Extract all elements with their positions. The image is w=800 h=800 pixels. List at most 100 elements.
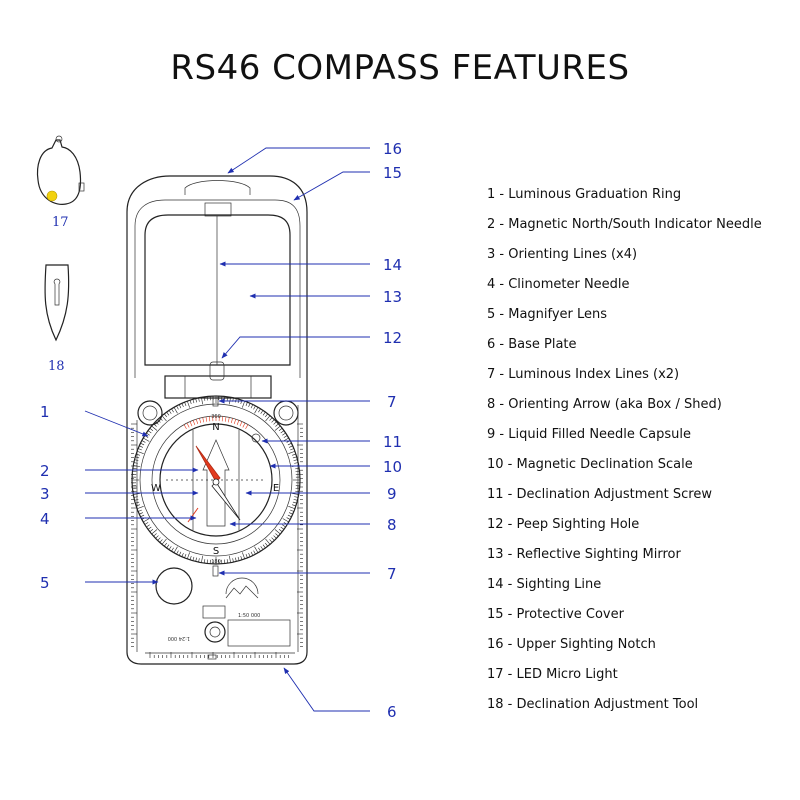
- tick-mark: [138, 448, 142, 451]
- cardinal-east: E: [273, 483, 279, 494]
- callout-18: 18: [48, 359, 65, 374]
- tick-mark: [224, 416, 227, 422]
- tick-mark: [136, 450, 144, 454]
- tick-mark: [291, 453, 296, 456]
- tick-mark: [295, 490, 300, 492]
- page-title: RS46 COMPASS FEATURES: [170, 48, 630, 88]
- feature-item-9: 9 - Liquid Filled Needle Capsule: [487, 427, 691, 442]
- tick-mark: [192, 556, 195, 561]
- callout-6: 6: [387, 703, 397, 721]
- feature-item-5: 5 - Magnifyer Lens: [487, 307, 608, 322]
- tick-mark: [265, 538, 271, 545]
- callout-13: 13: [383, 288, 402, 306]
- tick-mark: [227, 417, 230, 423]
- tick-mark: [141, 440, 146, 443]
- tick-mark: [186, 552, 190, 560]
- tick-mark: [230, 418, 233, 424]
- tick-mark: [139, 445, 144, 448]
- base-plate: 1:24 000 1:50 000: [126, 396, 308, 665]
- tick-mark: [176, 405, 179, 410]
- feature-list: 1 - Luminous Graduation Ring 2 - Magneti…: [487, 186, 762, 726]
- clinometer-needle: [187, 507, 199, 523]
- bezel-label-top: 360: [211, 414, 221, 420]
- tick-mark: [253, 550, 256, 555]
- tick-mark: [265, 415, 271, 422]
- tick-mark: [161, 415, 167, 422]
- leader-16: [227, 147, 370, 174]
- tick-mark: [140, 442, 145, 446]
- tick-mark: [271, 419, 275, 423]
- feature-item-10: 10 - Magnetic Declination Scale: [487, 457, 693, 472]
- feature-item-12: 12 - Peep Sighting Hole: [487, 517, 640, 532]
- reflective-sighting-mirror: [144, 214, 291, 366]
- tick-mark: [143, 518, 150, 523]
- callout-16: 16: [383, 140, 402, 158]
- tick-mark: [138, 509, 142, 512]
- tick-mark: [204, 396, 206, 401]
- tick-mark: [135, 456, 140, 459]
- tick-mark: [275, 533, 279, 537]
- callout-9: 9: [387, 485, 397, 503]
- tick-mark: [143, 437, 150, 442]
- magnetic-needle: [195, 445, 241, 521]
- cardinal-west: W: [151, 483, 161, 494]
- tick-mark: [183, 424, 187, 430]
- tick-mark: [253, 405, 256, 410]
- orienting-arrow: [202, 439, 230, 527]
- tick-mark: [229, 555, 231, 563]
- callout-3: 3: [40, 485, 50, 503]
- leader-lines: [84, 147, 370, 712]
- tick-mark: [204, 559, 206, 564]
- tick-mark: [226, 396, 228, 401]
- tick-mark: [186, 400, 190, 408]
- tick-mark: [288, 506, 296, 510]
- luminous-index-line-top: [212, 395, 219, 407]
- logo-icon: [225, 577, 259, 599]
- tick-mark: [166, 544, 170, 549]
- tick-mark: [294, 496, 299, 498]
- tick-mark: [248, 552, 251, 557]
- tick-mark: [136, 453, 141, 456]
- tick-mark: [239, 421, 243, 427]
- tick-mark: [178, 404, 182, 409]
- leader-15: [293, 171, 370, 201]
- tick-mark: [242, 552, 246, 560]
- tick-mark: [282, 518, 289, 523]
- leader-6: [283, 667, 370, 712]
- tick-mark: [195, 419, 199, 424]
- tick-mark: [242, 400, 246, 408]
- tick-mark: [254, 407, 259, 414]
- leader-1: [84, 410, 149, 437]
- tick-mark: [221, 416, 223, 422]
- peep-sighting-hole: [209, 361, 225, 381]
- hinge: [164, 361, 272, 399]
- tick-mark: [290, 509, 294, 512]
- tick-mark: [168, 410, 172, 414]
- tick-mark: [287, 514, 292, 518]
- tick-mark: [195, 398, 197, 403]
- tick-mark: [184, 402, 187, 406]
- feature-item-13: 13 - Reflective Sighting Mirror: [487, 547, 681, 562]
- tick-mark: [186, 422, 190, 428]
- tick-mark: [269, 539, 273, 543]
- tick-mark: [288, 445, 293, 448]
- luminous-index-line-bottom: [212, 565, 219, 577]
- tick-mark: [147, 430, 152, 434]
- feature-item-6: 6 - Base Plate: [487, 337, 577, 352]
- tick-mark: [161, 538, 167, 545]
- tick-mark: [155, 421, 159, 425]
- tick-mark: [134, 459, 139, 461]
- callout-7b: 7: [387, 565, 397, 583]
- callout-15: 15: [383, 164, 402, 182]
- tick-mark: [151, 425, 158, 431]
- tick-mark: [133, 493, 141, 495]
- tick-mark: [269, 417, 273, 421]
- callout-14: 14: [383, 256, 402, 274]
- led-micro-light: [36, 135, 85, 205]
- tick-mark: [278, 428, 283, 431]
- declination-adjustment-tool: [44, 264, 70, 342]
- tick-mark: [198, 558, 200, 563]
- tick-mark: [168, 546, 172, 550]
- callout-17: 17: [52, 215, 69, 230]
